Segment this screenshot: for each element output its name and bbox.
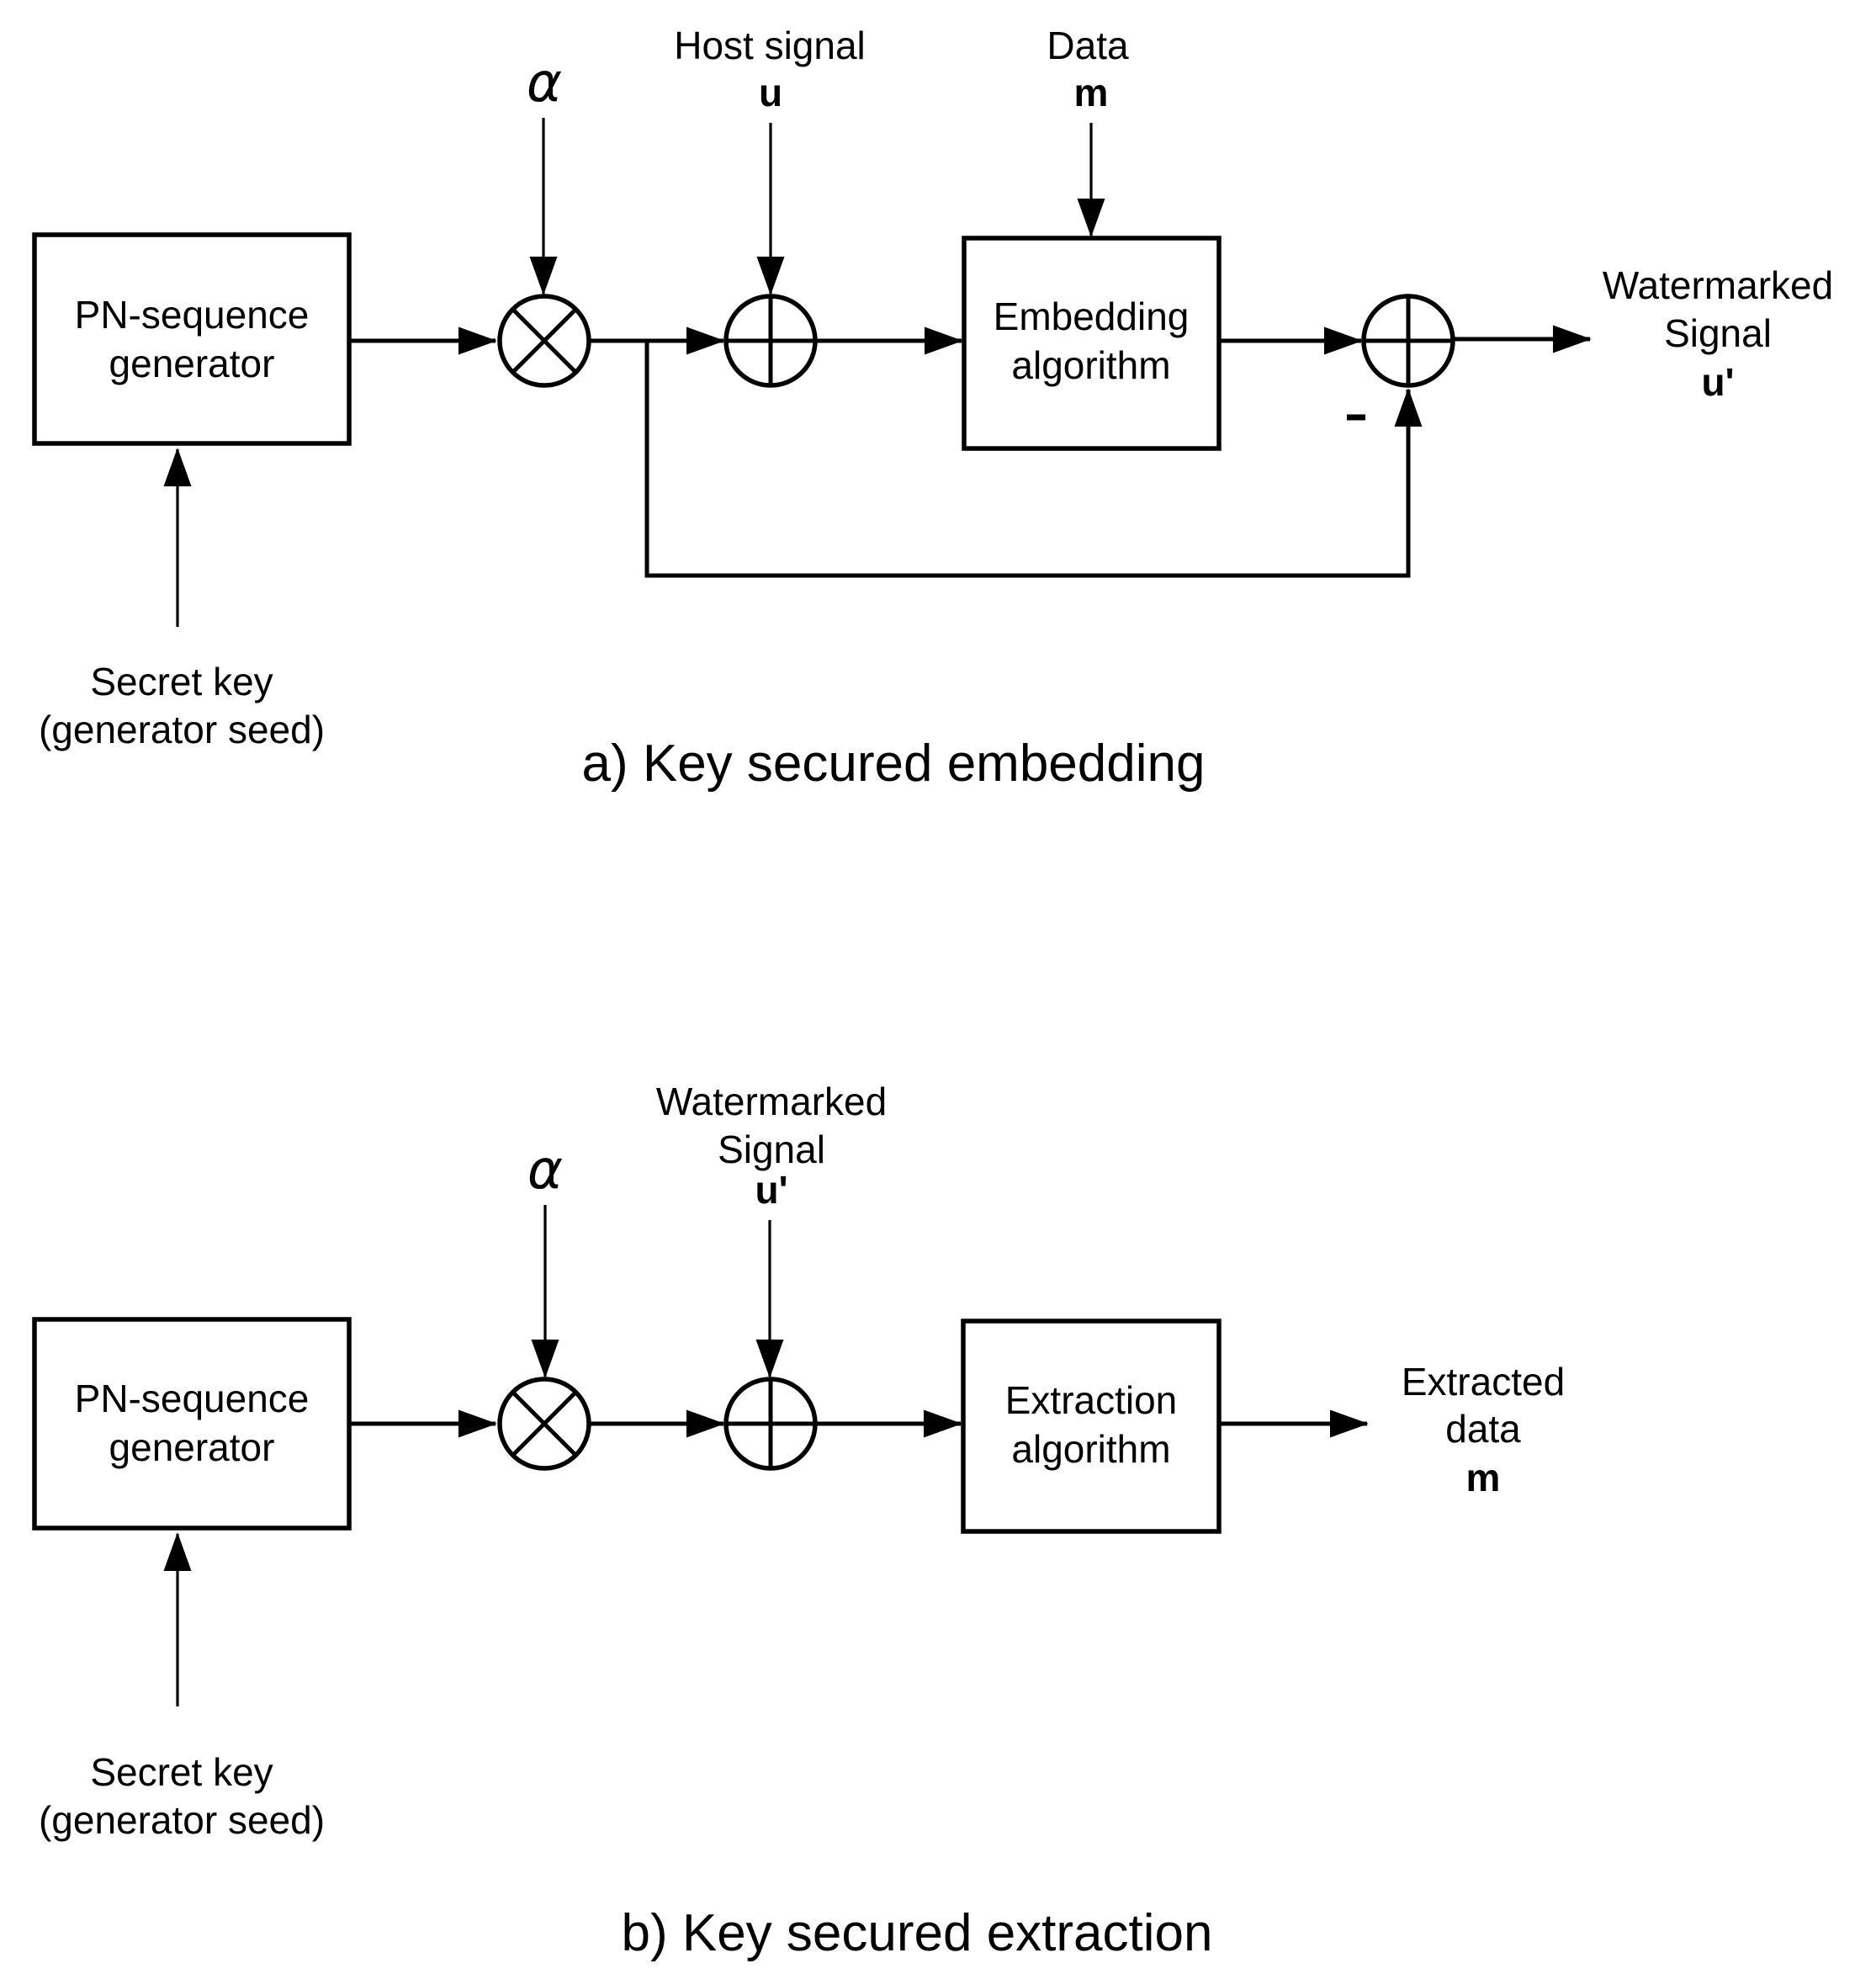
- caption-extraction: b) Key secured extraction: [621, 1904, 1212, 1962]
- watermarked-input-line1: Watermarked: [656, 1080, 887, 1123]
- extracted-output-line2: data: [1445, 1407, 1521, 1451]
- multiplier-node: [497, 1377, 591, 1471]
- extraction-label-line2: algorithm: [1011, 1427, 1170, 1471]
- alpha-label: α: [527, 1139, 563, 1202]
- pn-generator-label-line1: PN-sequence: [75, 1377, 310, 1420]
- alpha-label: α: [527, 52, 562, 114]
- embedding-algorithm-box: [962, 236, 1222, 451]
- multiplier-x-stroke2: [511, 308, 577, 374]
- embedding-label-line2: algorithm: [1011, 343, 1170, 387]
- feedback-path: [644, 341, 1423, 578]
- multiplier-node: [497, 294, 591, 388]
- embedding-diagram: PN-sequence generator α Host signal u Da: [32, 24, 1833, 793]
- watermarked-output-line2: Signal: [1664, 311, 1772, 355]
- secret-key-line1: Secret key: [90, 1750, 273, 1794]
- extraction-diagram: PN-sequence generator α Watermarked Sign…: [32, 1080, 1565, 1962]
- secret-key-line1: Secret key: [90, 660, 273, 703]
- extracted-output-symbol: m: [1466, 1456, 1501, 1499]
- minus-sign: -: [1343, 370, 1369, 454]
- watermarked-output-symbol: u': [1701, 360, 1734, 404]
- embedding-label-line1: Embedding: [994, 295, 1190, 338]
- multiplier-x-stroke2: [511, 1391, 577, 1457]
- host-signal-symbol: u: [759, 71, 782, 114]
- adder-node-output: [1361, 294, 1455, 388]
- extracted-output-line1: Extracted: [1402, 1360, 1565, 1404]
- host-signal-label: Host signal: [674, 24, 866, 67]
- pn-generator-box: [32, 1317, 352, 1531]
- caption-embedding: a) Key secured embedding: [581, 735, 1205, 793]
- adder-node-input: [723, 1377, 818, 1471]
- pn-generator-label-line1: PN-sequence: [75, 293, 310, 337]
- adder-node-input: [723, 294, 818, 388]
- pn-generator-box: [32, 232, 352, 446]
- data-label: Data: [1047, 24, 1129, 67]
- secret-key-line2: (generator seed): [39, 1798, 325, 1842]
- data-symbol: m: [1074, 71, 1109, 114]
- extraction-algorithm-box: [961, 1319, 1222, 1534]
- watermarked-input-symbol: u': [755, 1168, 787, 1212]
- watermarked-output-line1: Watermarked: [1603, 263, 1833, 307]
- watermarked-input-line2: Signal: [718, 1128, 825, 1171]
- extraction-label-line1: Extraction: [1005, 1378, 1178, 1422]
- pn-generator-label-line2: generator: [109, 342, 275, 385]
- pn-generator-label-line2: generator: [109, 1425, 275, 1469]
- secret-key-line2: (generator seed): [39, 708, 325, 751]
